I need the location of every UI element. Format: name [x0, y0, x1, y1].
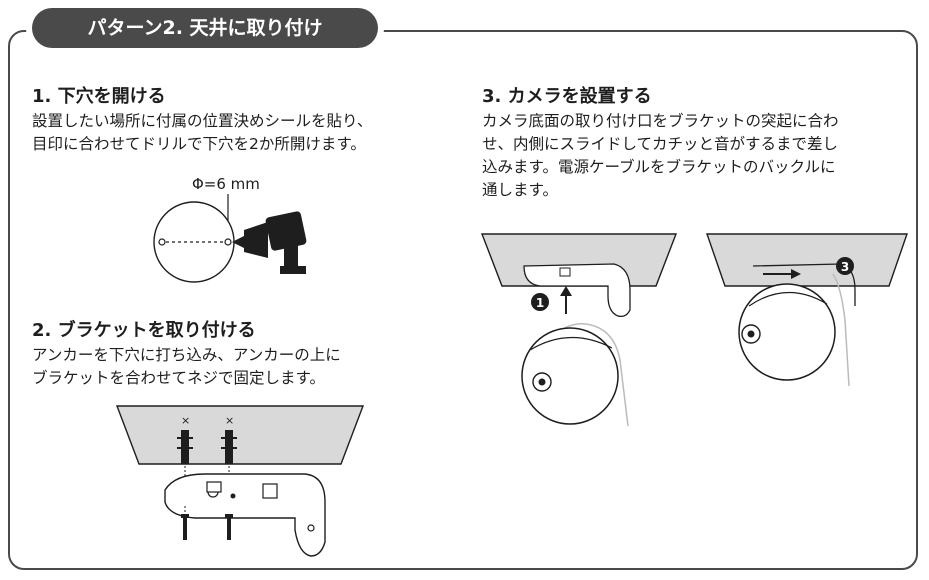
step1-heading: 1. 下穴を開ける [32, 86, 166, 107]
ceiling-surface [706, 233, 908, 287]
camera-body [738, 283, 836, 381]
step3-heading: 3. カメラを設置する [482, 86, 652, 107]
step1-line-2: 目印に合わせてドリルで下穴を2か所開けます。 [32, 135, 366, 153]
camera-body [521, 327, 619, 425]
drill-bit-icon [232, 236, 244, 248]
section-frame [8, 30, 918, 570]
step1-line-1: 設置したい場所に付属の位置決めシールを貼り、 [32, 112, 373, 130]
screw-icon [181, 514, 189, 540]
ceiling-surface [115, 405, 365, 465]
section-banner: パターン2. 天井に取り付け [32, 8, 378, 48]
svg-text:1: 1 [536, 296, 544, 310]
drill-illustration: Φ=6 mm [153, 175, 307, 283]
mounting-bracket [523, 263, 631, 318]
step3-line-4: 通します。 [482, 181, 558, 199]
svg-text:×: × [181, 414, 190, 427]
anchor-icon: × [221, 414, 237, 464]
step-marker-1 [531, 293, 549, 311]
camera-slide-illustration: 2 3 [706, 233, 908, 387]
step2-line-2: ブラケットを合わせてネジで固定します。 [32, 369, 325, 387]
screw-icon [225, 514, 233, 540]
bracket-mount-illustration: × × [115, 405, 365, 557]
svg-text:×: × [225, 414, 234, 427]
step3-line-3: 込みます。電源ケーブルをブラケットのバックルに [482, 158, 836, 176]
step3-line-2: せ、内側にスライドしてカチッと音がするまで差し [482, 135, 839, 153]
mounting-bracket [164, 473, 326, 557]
camera-attach-illustration: 1 [480, 233, 678, 427]
hole-diameter-label: Φ=6 mm [192, 175, 260, 193]
svg-text:3: 3 [841, 260, 849, 274]
step-marker-3 [836, 257, 854, 275]
step3-line-1: カメラ底面の取り付け口をブラケットの突起に合わ [482, 112, 839, 130]
step2-heading: 2. ブラケットを取り付ける [32, 320, 256, 341]
anchor-icon: × [177, 414, 193, 464]
step2-line-1: アンカーを下穴に打ち込み、アンカーの上に [32, 346, 341, 364]
